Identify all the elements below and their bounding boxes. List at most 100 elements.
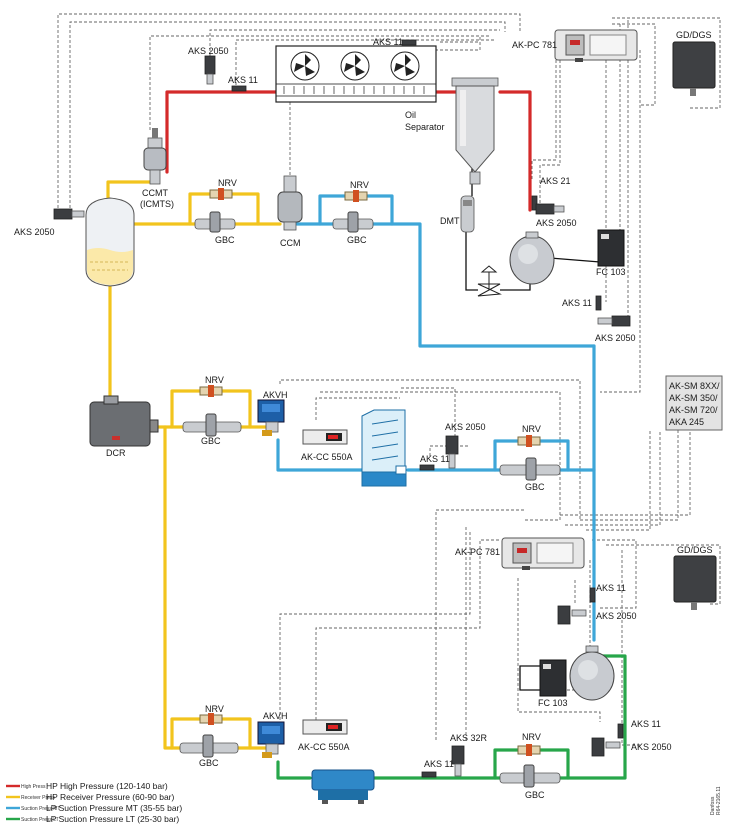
freezer-lt [311, 769, 375, 804]
nrv-valve [344, 190, 368, 202]
label-aksm-1: AK-SM 8XX/ [669, 381, 720, 391]
label-aks2050: AKS 2050 [595, 333, 636, 343]
label-aks2050: AKS 2050 [631, 742, 672, 752]
label-aks11: AKS 11 [631, 719, 661, 729]
label-gbc: GBC [525, 482, 545, 492]
nrv-valve [517, 744, 541, 756]
label-akcc550a: AK-CC 550A [301, 452, 353, 462]
expansion-valve-symbol [477, 265, 502, 297]
legend-tag: Receiver Press [21, 795, 55, 801]
label-aks11: AKS 11 [424, 759, 454, 769]
nrv-valve [517, 435, 541, 447]
legend-item: High Press HP High Pressure (120-140 bar… [6, 781, 168, 791]
label-akvh: AKVH [263, 390, 288, 400]
label-akpc781: AK-PC 781 [512, 40, 557, 50]
pressure-transmitter [597, 315, 631, 327]
akpc781-controller-mt [554, 29, 638, 62]
legend-item: Suction Press LT LP Suction Pressure LT … [6, 814, 179, 824]
ccmt-valve [143, 128, 167, 185]
dcr-filter [89, 395, 159, 447]
compressor-mt [509, 231, 555, 285]
temp-sensor [531, 195, 538, 211]
label-drawing-number: R64-2165.11 [716, 786, 722, 815]
hp-pipe-discharge [498, 90, 532, 212]
label-gbc: GBC [201, 436, 221, 446]
legend-label: LP Suction Pressure MT (35-55 bar) [46, 803, 182, 813]
oil-separator [451, 77, 499, 185]
label-nrv: NRV [205, 375, 224, 385]
label-akcc550a: AK-CC 550A [298, 742, 350, 752]
temp-sensor [419, 464, 435, 471]
legend-tag: Suction Press LT [21, 817, 59, 823]
legend-tag: Suction Press MT [21, 806, 60, 812]
label-fc103: FC 103 [596, 267, 626, 277]
label-ccm: CCM [280, 238, 301, 248]
label-oil-separator: Oil [405, 110, 416, 120]
label-akpc781: AK-PC 781 [455, 547, 500, 557]
dmt-valve [460, 195, 475, 233]
label-aks21: AKS 21 [540, 176, 571, 186]
mt-pipe-main [295, 194, 596, 348]
label-aks32r: AKS 32R [450, 733, 488, 743]
gbc-valve [179, 734, 239, 758]
gbc-valve [499, 764, 561, 788]
fan-icon [290, 51, 320, 81]
label-aks11: AKS 11 [228, 75, 258, 85]
pressure-transmitter [53, 208, 85, 220]
label-gbc: GBC [199, 758, 219, 768]
legend-item: Suction Press MT LP Suction Pressure MT … [6, 803, 182, 813]
label-aks2050: AKS 2050 [596, 611, 637, 621]
label-aksm-3: AK-SM 720/ [669, 405, 718, 415]
label-aksm-2: AK-SM 350/ [669, 393, 718, 403]
legend-tag: High Press [21, 784, 46, 790]
control-wiring [57, 13, 721, 746]
temp-sensor [595, 295, 602, 311]
fan-icon [340, 51, 370, 81]
label-nrv: NRV [350, 180, 369, 190]
compressor-lt [569, 645, 615, 701]
label-dcr: DCR [106, 448, 126, 458]
rcv-pipe-down [163, 425, 174, 750]
ccm-valve [277, 175, 303, 231]
label-nrv: NRV [522, 732, 541, 742]
pressure-transmitter [204, 55, 216, 85]
gbc-valve [499, 457, 561, 481]
fan-icon [390, 51, 420, 81]
receiver-tank [85, 197, 135, 287]
pressure-transmitter [557, 605, 587, 625]
label-gbc: GBC [215, 235, 235, 245]
gbc-valve [194, 211, 236, 233]
label-gbc: GBC [525, 790, 545, 800]
pressure-transmitter [591, 737, 621, 757]
label-nrv: NRV [205, 704, 224, 714]
label-nrv: NRV [522, 424, 541, 434]
label-aks2050: AKS 2050 [536, 218, 577, 228]
legend-label: HP High Pressure (120-140 bar) [46, 781, 168, 791]
gas-detector-lt [673, 555, 717, 610]
legend-item: Receiver Press HP Receiver Pressure (60-… [6, 792, 175, 802]
fc103-drive-lt [539, 659, 567, 697]
label-aks11: AKS 11 [562, 298, 592, 308]
lt-pipe-return [372, 654, 627, 780]
label-ccmt-2: (ICMTS) [140, 199, 174, 209]
gbc-valve [332, 211, 374, 233]
label-aks11: AKS 11 [596, 583, 626, 593]
lt-pipe-to-freezer [276, 760, 312, 780]
temp-sensor [617, 723, 624, 739]
akcc-controller [302, 429, 348, 445]
label-fc103: FC 103 [538, 698, 568, 708]
ak-sm-system-manager [665, 375, 723, 431]
rcv-pipe-from-ccmt [106, 180, 152, 202]
label-dmt: DMT [440, 216, 460, 226]
pressure-transmitter [445, 435, 459, 469]
fc103-drive [597, 229, 625, 267]
legend: High Press HP High Pressure (120-140 bar… [6, 781, 182, 824]
temp-sensor [231, 85, 247, 92]
label-aks11: AKS 11 [373, 37, 403, 47]
label-gbc: GBC [347, 235, 367, 245]
akpc781-controller-lt [501, 537, 585, 570]
pressure-transmitter [535, 203, 565, 215]
label-ccmt: CCMT [142, 188, 168, 198]
temp-sensor [589, 587, 596, 603]
